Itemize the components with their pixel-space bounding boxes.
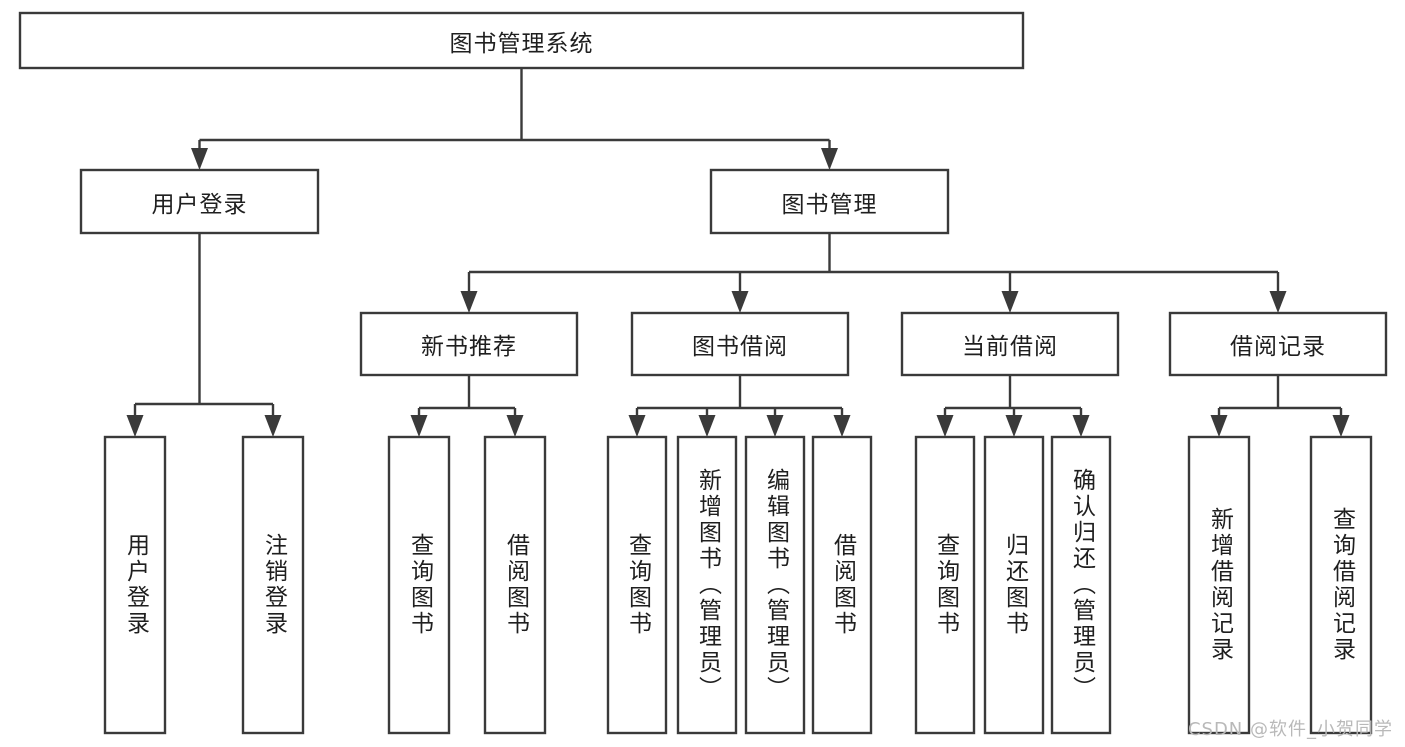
node-box-nbr-borrow[interactable] <box>483 435 547 735</box>
node-box-cb-confirm[interactable] <box>1050 435 1112 735</box>
arrow-head-bb-edit <box>766 415 784 437</box>
arrow-head-bb-query <box>628 415 646 437</box>
node-box-root[interactable] <box>18 11 1025 70</box>
arrow-head-cb-return <box>1005 415 1023 437</box>
arrow-head-book-manage <box>821 148 838 170</box>
arrow-head-user-login <box>191 148 208 170</box>
arrow-head-bb-add <box>698 415 716 437</box>
node-box-book-borrow[interactable] <box>630 311 850 377</box>
node-layer <box>18 11 1388 735</box>
node-box-new-book-rec[interactable] <box>359 311 579 377</box>
arrow-head-br-query <box>1332 415 1350 437</box>
node-box-book-manage[interactable] <box>709 168 950 235</box>
node-box-bb-query[interactable] <box>606 435 668 735</box>
arrow-head-new-book-rec <box>460 291 478 313</box>
node-box-bb-borrow[interactable] <box>811 435 873 735</box>
node-box-leaf-logout[interactable] <box>241 435 305 735</box>
arrow-head-cb-query <box>936 415 954 437</box>
watermark-text: CSDN @软件_小贺同学 <box>1187 719 1393 740</box>
arrow-head-nbr-query <box>410 415 428 437</box>
node-box-borrow-record[interactable] <box>1168 311 1388 377</box>
arrow-head-current-borrow <box>1001 291 1019 313</box>
arrow-head-book-borrow <box>731 291 749 313</box>
arrow-head-nbr-borrow <box>506 415 524 437</box>
arrow-head-cb-confirm <box>1072 415 1090 437</box>
connector-layer <box>126 68 1350 437</box>
node-box-bb-edit[interactable] <box>744 435 806 735</box>
arrow-head-bb-borrow <box>833 415 851 437</box>
node-box-br-query[interactable] <box>1309 435 1373 735</box>
node-box-br-add[interactable] <box>1187 435 1251 735</box>
node-box-bb-add[interactable] <box>676 435 738 735</box>
node-box-nbr-query[interactable] <box>387 435 451 735</box>
arrow-head-leaf-logout <box>264 415 282 437</box>
arrow-head-leaf-user-login <box>126 415 144 437</box>
arrow-head-borrow-record <box>1269 291 1287 313</box>
node-box-leaf-user-login[interactable] <box>103 435 167 735</box>
node-box-current-borrow[interactable] <box>900 311 1120 377</box>
arrow-head-br-add <box>1210 415 1228 437</box>
node-box-cb-return[interactable] <box>983 435 1045 735</box>
node-box-cb-query[interactable] <box>914 435 976 735</box>
node-box-user-login[interactable] <box>79 168 320 235</box>
